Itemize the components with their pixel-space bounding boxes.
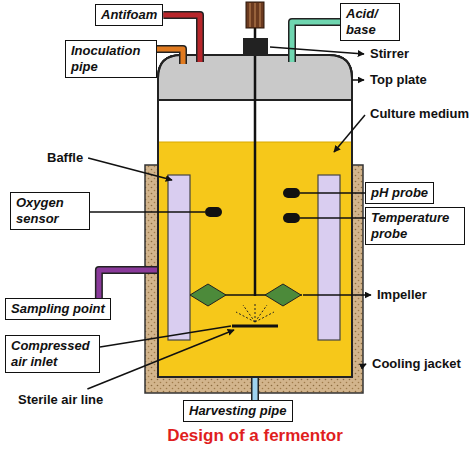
baffle	[168, 175, 190, 340]
leader-arrow	[303, 294, 371, 296]
label-text: Compressed air inlet	[11, 338, 94, 370]
part-label: Cooling jacket	[370, 356, 463, 372]
pipe-outline	[157, 49, 183, 64]
label-box: pH probe	[365, 182, 434, 204]
leader-arrow	[270, 47, 364, 54]
oxygen-probe	[205, 207, 222, 217]
label-text: Inoculation pipe	[71, 43, 151, 75]
part-label: Impeller	[375, 287, 429, 303]
label-text: Harvesting pipe	[189, 403, 287, 419]
part-label: Culture medium	[368, 106, 472, 122]
pipe-outline	[99, 270, 157, 298]
pipe	[253, 378, 258, 400]
pipe-outline	[251, 378, 259, 400]
sparger	[232, 325, 278, 328]
stirrer-shaft	[254, 25, 257, 296]
part-label: Stirrer	[368, 46, 411, 62]
impeller-blade	[190, 284, 226, 306]
pipe	[292, 22, 340, 62]
leader-arrow	[352, 79, 364, 81]
label-box: Temperature probe	[365, 207, 465, 245]
leader-line	[300, 192, 365, 194]
label-text: Sampling point	[11, 301, 105, 317]
diagram-title: Design of a fermentor	[167, 426, 343, 446]
part-label: Top plate	[368, 72, 429, 88]
label-text: Antifoam	[101, 7, 157, 23]
leader-arrow	[364, 364, 366, 365]
part-label: Sterile air line	[16, 392, 105, 408]
air-bubbles	[236, 302, 274, 322]
label-box: Acid/ base	[340, 3, 400, 41]
pipe-outline	[292, 22, 340, 62]
label-box: Antifoam	[95, 4, 163, 26]
part-label: Baffle	[45, 150, 85, 166]
label-text: Acid/ base	[346, 6, 394, 38]
leader-arrow	[88, 158, 172, 180]
label-box: Oxygen sensor	[10, 192, 90, 230]
pipe	[157, 49, 183, 64]
label-box: Harvesting pipe	[183, 400, 293, 422]
leader-line	[300, 217, 365, 219]
stirrer-seal	[243, 38, 268, 56]
impeller-blade	[265, 284, 301, 306]
label-text: pH probe	[371, 185, 428, 201]
label-box: Inoculation pipe	[65, 40, 157, 78]
leader-arrow	[87, 330, 234, 389]
leader-arrow	[334, 115, 365, 152]
label-text: Oxygen sensor	[16, 195, 84, 227]
leader-line	[90, 211, 205, 213]
pipe	[99, 270, 157, 298]
label-box: Sampling point	[5, 298, 111, 320]
ph-probe	[283, 188, 300, 198]
temperature-probe	[283, 213, 300, 223]
label-text: Temperature probe	[371, 210, 459, 242]
label-box: Compressed air inlet	[5, 335, 100, 373]
stirrer-motor	[246, 2, 264, 28]
baffle	[318, 175, 340, 340]
leader-line	[100, 326, 231, 347]
